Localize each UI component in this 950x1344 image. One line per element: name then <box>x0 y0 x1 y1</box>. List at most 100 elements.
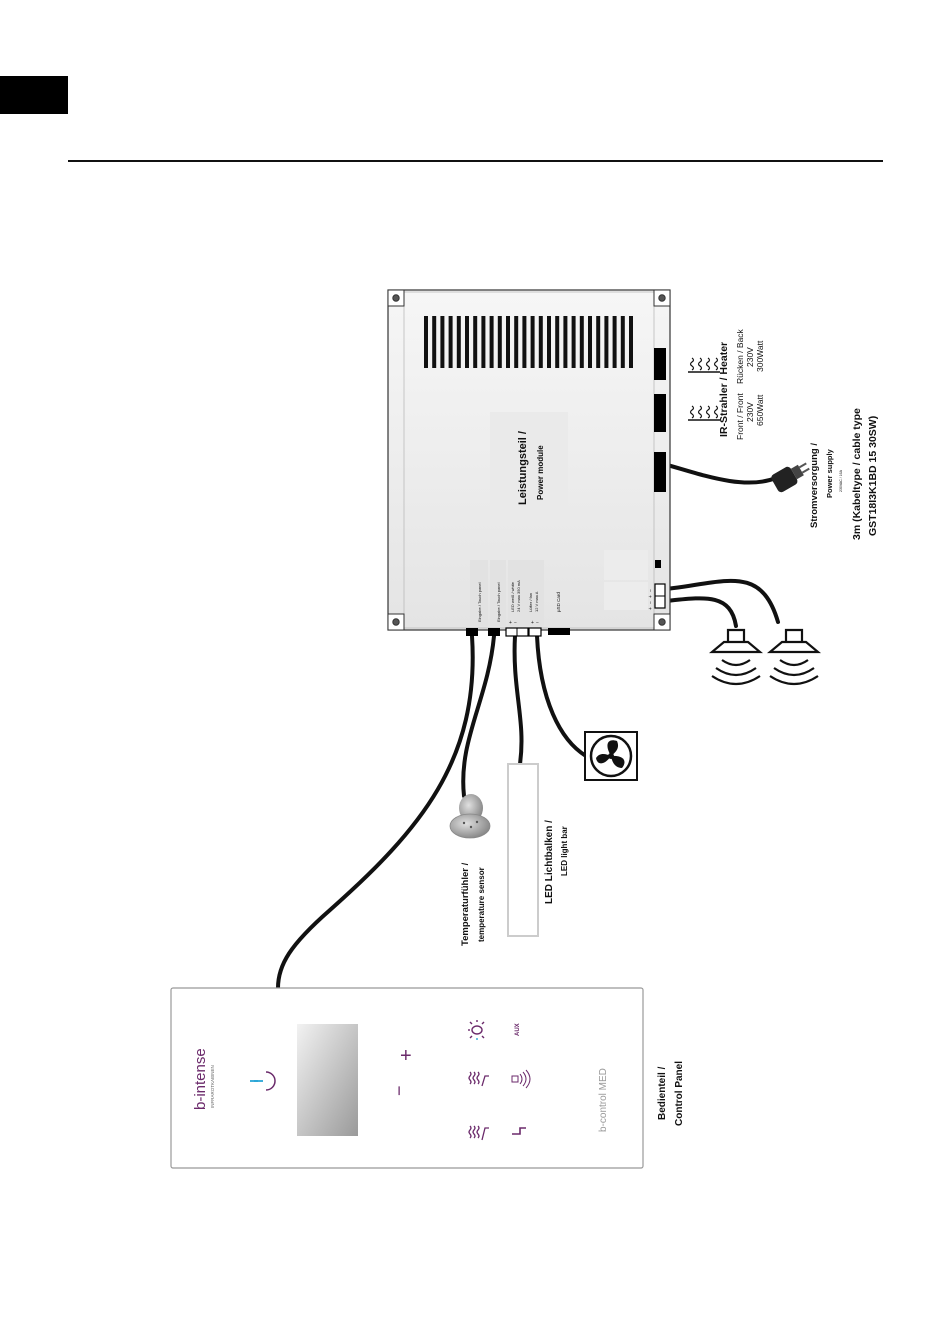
vent-slot <box>588 316 592 368</box>
heater-front-power: 650Watt <box>755 394 765 426</box>
control-panel-cable <box>276 634 475 990</box>
vent-slot <box>579 316 584 368</box>
port-label-fan: Lüfter / fan <box>528 593 533 612</box>
vent-slot <box>604 316 609 368</box>
brand-logo: b-intense <box>192 1048 209 1110</box>
vent-slot <box>440 316 445 368</box>
heater-front-cable <box>654 460 778 485</box>
corner-screws <box>387 289 671 631</box>
port-label-sd-card: µSD Card <box>556 592 561 612</box>
control-panel-subtitle: Control Panel <box>674 1061 685 1126</box>
heater-back-voltage: 230V <box>745 347 755 367</box>
led-bar-subtitle: LED light bar <box>560 826 569 876</box>
speaker-icon-2 <box>766 628 822 686</box>
vent-slot <box>596 316 601 368</box>
heater-back-connector <box>654 348 666 380</box>
speaker-pin-sign-3: + <box>648 607 654 610</box>
vent-slot <box>489 316 494 368</box>
sound-icon[interactable] <box>511 1069 531 1089</box>
plus-button[interactable]: + <box>400 1045 412 1067</box>
vent-slot <box>522 316 527 368</box>
led-bar-title: LED Lichtbalken / <box>544 820 555 904</box>
speaker-panel-bottom <box>604 582 648 610</box>
ventilation-slots <box>424 316 633 368</box>
minus-button[interactable]: − <box>389 1085 409 1096</box>
speaker-icon-1 <box>708 628 764 686</box>
port-label-panel-2 <box>490 560 506 626</box>
vent-slot <box>571 316 576 368</box>
port-label-panel-3 <box>508 560 544 626</box>
vent-slot <box>506 316 510 368</box>
small-connector <box>655 560 661 568</box>
power-supply-small-note: 230VAC / 16A <box>839 469 843 492</box>
temperature-sensor-icon <box>449 794 491 839</box>
vent-slot <box>481 316 486 368</box>
control-panel-title: Bedienteil / <box>657 1066 668 1120</box>
seat-icon[interactable] <box>512 1127 526 1135</box>
vent-slot <box>497 316 502 368</box>
vent-slot <box>612 316 617 368</box>
back-heater-icon[interactable] <box>468 1071 489 1087</box>
pin-sign-1: + <box>509 620 512 626</box>
vent-slot <box>547 316 551 368</box>
header-rule <box>68 160 883 162</box>
led-bar: LED Lichtbalken / LED light bar <box>507 763 569 937</box>
power-supply-cable-line2: GST18I3K1BD 15 30SW) <box>867 416 879 536</box>
touch-panel-connector-2 <box>488 628 500 636</box>
vent-slot <box>432 316 437 368</box>
vent-slot <box>465 316 469 368</box>
power-supply-subtitle: Power supply <box>825 448 834 498</box>
page-tab-marker <box>0 76 68 114</box>
speaker-pin-sign-1: + <box>648 595 654 598</box>
pin-sign-3: + <box>531 620 534 626</box>
heater-front-label: Front / Front <box>735 393 745 440</box>
fan-terminal <box>528 627 542 637</box>
heater-back-label: Rücken / Back <box>735 328 745 384</box>
vent-slot <box>514 316 519 368</box>
power-module-subtitle: Power module <box>536 445 545 500</box>
speaker-panel-top <box>604 550 648 580</box>
vent-slot <box>555 316 560 368</box>
pin-sign-2: − <box>514 620 517 626</box>
power-supply-title: Stromversorgung / <box>809 443 820 528</box>
port-label-panel-1 <box>470 560 488 626</box>
power-button-icon[interactable] <box>250 1071 276 1091</box>
front-heater-icon[interactable] <box>468 1125 489 1141</box>
vent-slot <box>620 316 625 368</box>
vent-slot <box>473 316 478 368</box>
vent-slot <box>456 316 461 368</box>
display-screen <box>297 1024 358 1136</box>
vent-slot <box>448 316 453 368</box>
heater-back-power: 300Watt <box>755 340 765 372</box>
port-label-fan-spec: 12 V max A <box>534 591 539 612</box>
heat-wave-icon-back <box>688 357 720 373</box>
heater-front-connector <box>654 394 666 432</box>
aux-button[interactable]: AUX <box>515 1023 521 1036</box>
sd-card-slot <box>548 628 570 635</box>
port-label-led: LED weiß / white <box>510 581 515 612</box>
speaker-cable-1 <box>654 578 780 624</box>
power-module-label-plate <box>490 412 568 524</box>
heater-group: IR-Strahler / Heater Front / Front 230V … <box>688 328 765 440</box>
heater-front-voltage: 230V <box>745 402 755 422</box>
power-module: Leistungsteil / Power module Eingabe / T… <box>387 289 671 637</box>
speaker-pin-sign-2: − <box>648 589 654 592</box>
power-plug-icon <box>771 462 810 493</box>
vent-slot <box>530 316 535 368</box>
power-module-title: Leistungsteil / <box>517 431 529 505</box>
port-label-led-spec: 24 V max 350 mA <box>516 580 521 612</box>
pin-sign-4: − <box>536 620 539 626</box>
light-icon[interactable] <box>468 1020 485 1040</box>
touch-panel-connector-1 <box>466 628 478 636</box>
heat-wave-icon-front <box>688 405 720 421</box>
led-bar-cable <box>512 634 524 766</box>
heater-title: IR-Strahler / Heater <box>718 342 730 437</box>
port-label-touch-1: Eingabe / Touch panel <box>477 582 482 622</box>
model-name: b-control MED <box>598 1068 609 1132</box>
vent-slot <box>424 316 428 368</box>
fan-icon <box>584 731 638 781</box>
fan-cable <box>535 634 588 758</box>
vent-slot <box>629 316 633 368</box>
port-label-touch-2: Eingabe / Touch panel <box>496 582 501 622</box>
